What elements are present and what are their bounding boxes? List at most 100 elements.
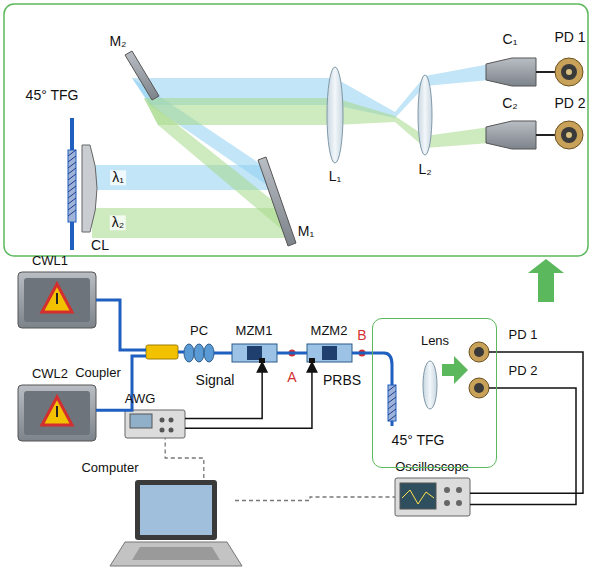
collimator-c2 — [486, 121, 536, 149]
part-label: L₂ — [418, 162, 431, 177]
awg-instrument — [125, 410, 185, 438]
laptop-computer — [132, 547, 220, 560]
tfg-fiber — [68, 156, 76, 162]
node-label: Lens — [421, 334, 449, 348]
oscilloscope-instrument — [395, 478, 470, 516]
awg-instrument — [169, 418, 174, 423]
laptop-computer — [140, 485, 212, 535]
lens-l1 — [327, 67, 343, 163]
part-label: C₂ — [502, 96, 518, 111]
part-label: 45° TFG — [392, 433, 445, 448]
photodetector-lower-2 — [474, 383, 484, 393]
signal-name: Signal — [196, 373, 235, 388]
fiber-grating-lower — [388, 409, 396, 415]
rf-cable — [185, 362, 262, 418]
laser-node: CWL2 — [18, 385, 96, 441]
cylindrical-lens — [82, 145, 97, 232]
tfg-fiber — [68, 180, 76, 186]
oscilloscope-instrument — [444, 500, 450, 506]
fiber-grating-lower — [388, 391, 396, 397]
photodetector-lower-2 — [489, 387, 497, 389]
tfg-fiber — [68, 168, 76, 174]
node-label: CWL1 — [32, 254, 68, 268]
photodetector-1 — [555, 58, 583, 86]
collimator-c2 — [536, 134, 556, 136]
detector-cable — [470, 352, 583, 493]
laser-source-2 — [42, 397, 72, 425]
polarization-controller — [204, 344, 214, 362]
mirror-m1 — [258, 157, 296, 246]
mirror-m2 — [125, 51, 159, 100]
data-cable — [235, 497, 395, 501]
beam-lambda2 — [335, 98, 395, 125]
lens-l2 — [418, 75, 432, 155]
beam-lambda2 — [425, 127, 490, 148]
zoom-arrow — [538, 272, 554, 302]
part-label: M₂ — [109, 34, 126, 49]
photodetector-lower-2 — [469, 378, 489, 398]
modulator-1 — [232, 344, 277, 362]
laser-source-1 — [56, 293, 58, 304]
instrument-node: Oscilloscope — [395, 478, 470, 516]
fiber-grating-lower — [372, 353, 396, 426]
coupler-body — [146, 345, 178, 359]
computer-node: Computer — [115, 478, 235, 568]
oscilloscope-instrument — [400, 483, 436, 509]
data-cable — [165, 438, 204, 478]
fiber-grating-lower — [388, 403, 396, 409]
awg-instrument — [125, 410, 185, 438]
laptop-computer — [110, 480, 242, 566]
tfg-fiber — [68, 198, 76, 204]
laser-source-1 — [42, 284, 72, 312]
coupler-node: Coupler — [146, 345, 178, 359]
part-label: M₁ — [298, 224, 314, 239]
photodetector-lower-1 — [469, 342, 497, 362]
lens-lower — [423, 361, 437, 409]
inset-frame — [4, 4, 588, 256]
oscilloscope-instrument — [456, 487, 462, 493]
modulator-node: MZM2 — [307, 344, 352, 362]
photodetector-lower-2 — [469, 378, 497, 398]
modulator-2 — [322, 346, 337, 360]
photodetector-2 — [555, 121, 583, 149]
fiber-grating-lower — [388, 415, 396, 421]
node-label: MZM1 — [236, 324, 273, 338]
zoom-arrow — [528, 259, 564, 302]
tfg-fiber — [68, 210, 76, 216]
tfg-fiber — [68, 192, 76, 198]
controller-node: PC — [184, 344, 214, 362]
photodetector-2 — [561, 127, 577, 143]
awg-instrument — [169, 428, 174, 433]
laser-source-2 — [18, 385, 96, 441]
photodetector-lower-1 — [469, 342, 489, 362]
modulator-1 — [247, 346, 262, 360]
fiber-grating-lower — [388, 385, 396, 421]
laser-node: CWL1 — [18, 272, 96, 328]
node-label: PD 1 — [509, 328, 538, 342]
photodetector-1 — [566, 69, 572, 75]
laptop-computer — [135, 480, 217, 540]
fiber-grating-lower — [388, 385, 396, 391]
photodetector-2 — [555, 121, 583, 149]
modulator-2 — [307, 344, 352, 363]
modulator-1 — [232, 344, 277, 363]
polarization-controller — [184, 344, 194, 362]
wavelength-label: λ₁ — [110, 170, 126, 185]
laser-source-2 — [56, 406, 58, 417]
part-label: CL — [91, 238, 109, 253]
part-label: PD 1 — [554, 30, 585, 45]
collimator-c1 — [536, 71, 556, 73]
fiber-link — [214, 352, 232, 355]
photodetector-lower-1 — [474, 347, 484, 357]
laser-source-1 — [18, 272, 96, 328]
awg-instrument — [160, 428, 165, 433]
part-label: PD 2 — [554, 96, 585, 111]
zoom-arrow — [528, 259, 564, 273]
rf-cable — [185, 362, 312, 428]
fiber-link — [352, 352, 372, 355]
awg-instrument — [130, 414, 152, 428]
beam-lambda2 — [144, 98, 335, 125]
photodetector-lower-1 — [489, 351, 497, 353]
